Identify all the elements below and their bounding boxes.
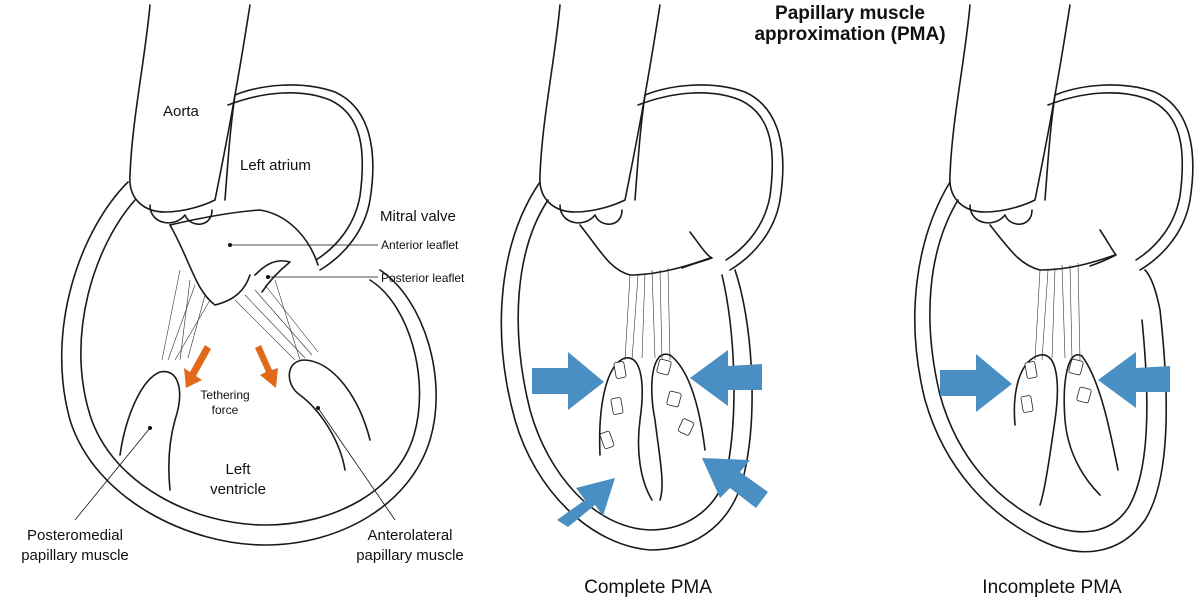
panel-complete-pma: Complete PMA [500, 4, 784, 598]
tethering-force-label-2: force [212, 403, 239, 417]
left-atrium-label: Left atrium [240, 157, 311, 174]
posteromedial-label-2: papillary muscle [21, 547, 129, 564]
tethering-force-label-1: Tethering [200, 388, 249, 402]
diagram-title-line2: approximation (PMA) [754, 24, 945, 45]
approx-arrow-lower-right [702, 458, 768, 508]
approx-arrow-upper-left [532, 352, 604, 410]
aorta-label: Aorta [163, 103, 200, 120]
approx-arrow-lower-left [557, 478, 615, 527]
approx-arrow-right [1098, 352, 1170, 408]
posteromedial-label-1: Posteromedial [27, 527, 123, 544]
posterior-leaflet-label: Posterior leaflet [381, 271, 465, 285]
left-ventricle-label-1: Left [225, 461, 251, 478]
panel-normal-heart: Aorta Left atrium Mitral valve Anterior … [21, 4, 465, 564]
anterolateral-label-2: papillary muscle [356, 547, 464, 564]
tether-arrow-right [255, 345, 278, 388]
diagram-title-line1: Papillary muscle [775, 3, 925, 24]
approx-arrow-left [940, 354, 1012, 412]
approx-arrow-upper-right [690, 350, 762, 406]
mitral-valve-label: Mitral valve [380, 208, 456, 225]
left-ventricle-label-2: ventricle [210, 481, 266, 498]
complete-pma-caption: Complete PMA [584, 577, 712, 598]
incomplete-pma-caption: Incomplete PMA [982, 577, 1122, 598]
anterior-leaflet-label: Anterior leaflet [381, 238, 459, 252]
tether-arrow-left [184, 345, 211, 388]
panel-incomplete-pma: Incomplete PMA [914, 4, 1194, 598]
anterolateral-label-1: Anterolateral [367, 527, 452, 544]
